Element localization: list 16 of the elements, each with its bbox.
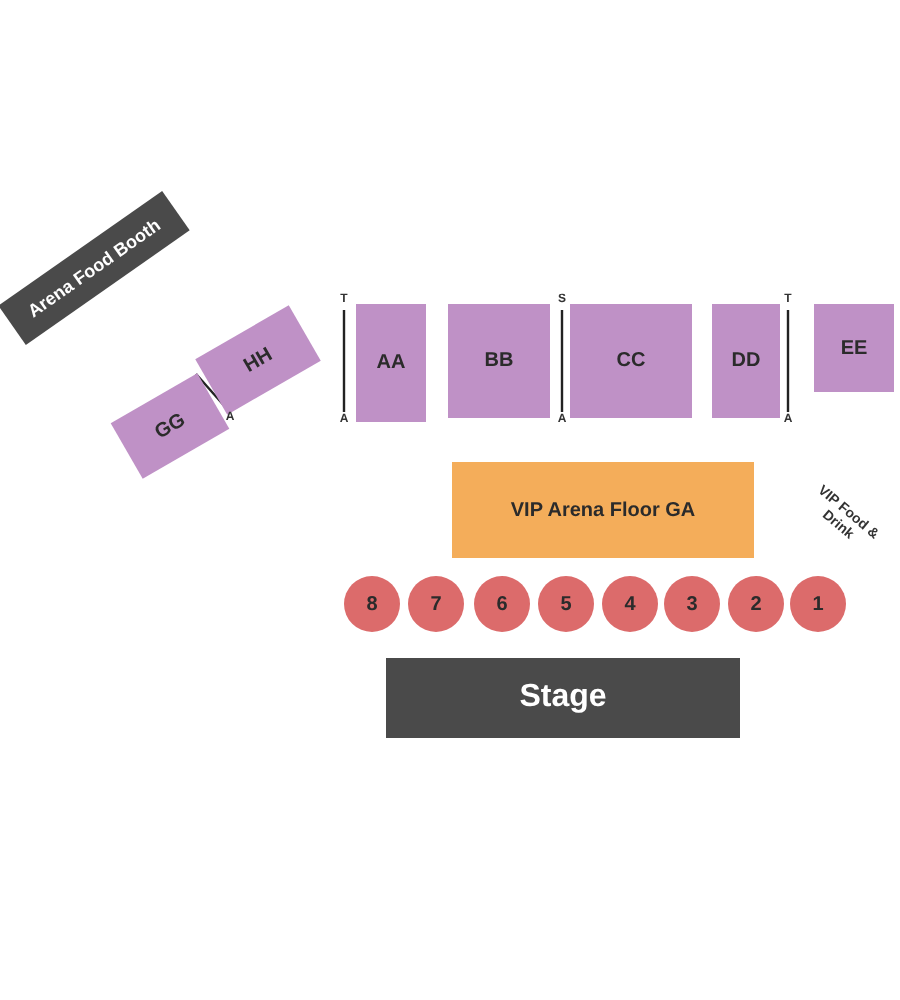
table-circle: 4: [602, 576, 658, 632]
seating-section: EE: [814, 304, 894, 392]
floor-section: VIP Arena Floor GA: [452, 462, 754, 558]
table-circle: 3: [664, 576, 720, 632]
table-circle: 5: [538, 576, 594, 632]
table-circle: 8: [344, 576, 400, 632]
table-circle: 1: [790, 576, 846, 632]
stage: Stage: [386, 658, 740, 738]
seating-section: CC: [570, 304, 692, 418]
seating-section: BB: [448, 304, 550, 418]
table-circle: 6: [474, 576, 530, 632]
seating-section: HH: [195, 305, 321, 415]
seating-section: AA: [356, 304, 426, 422]
table-circle: 7: [408, 576, 464, 632]
table-circle: 2: [728, 576, 784, 632]
seating-section: DD: [712, 304, 780, 418]
